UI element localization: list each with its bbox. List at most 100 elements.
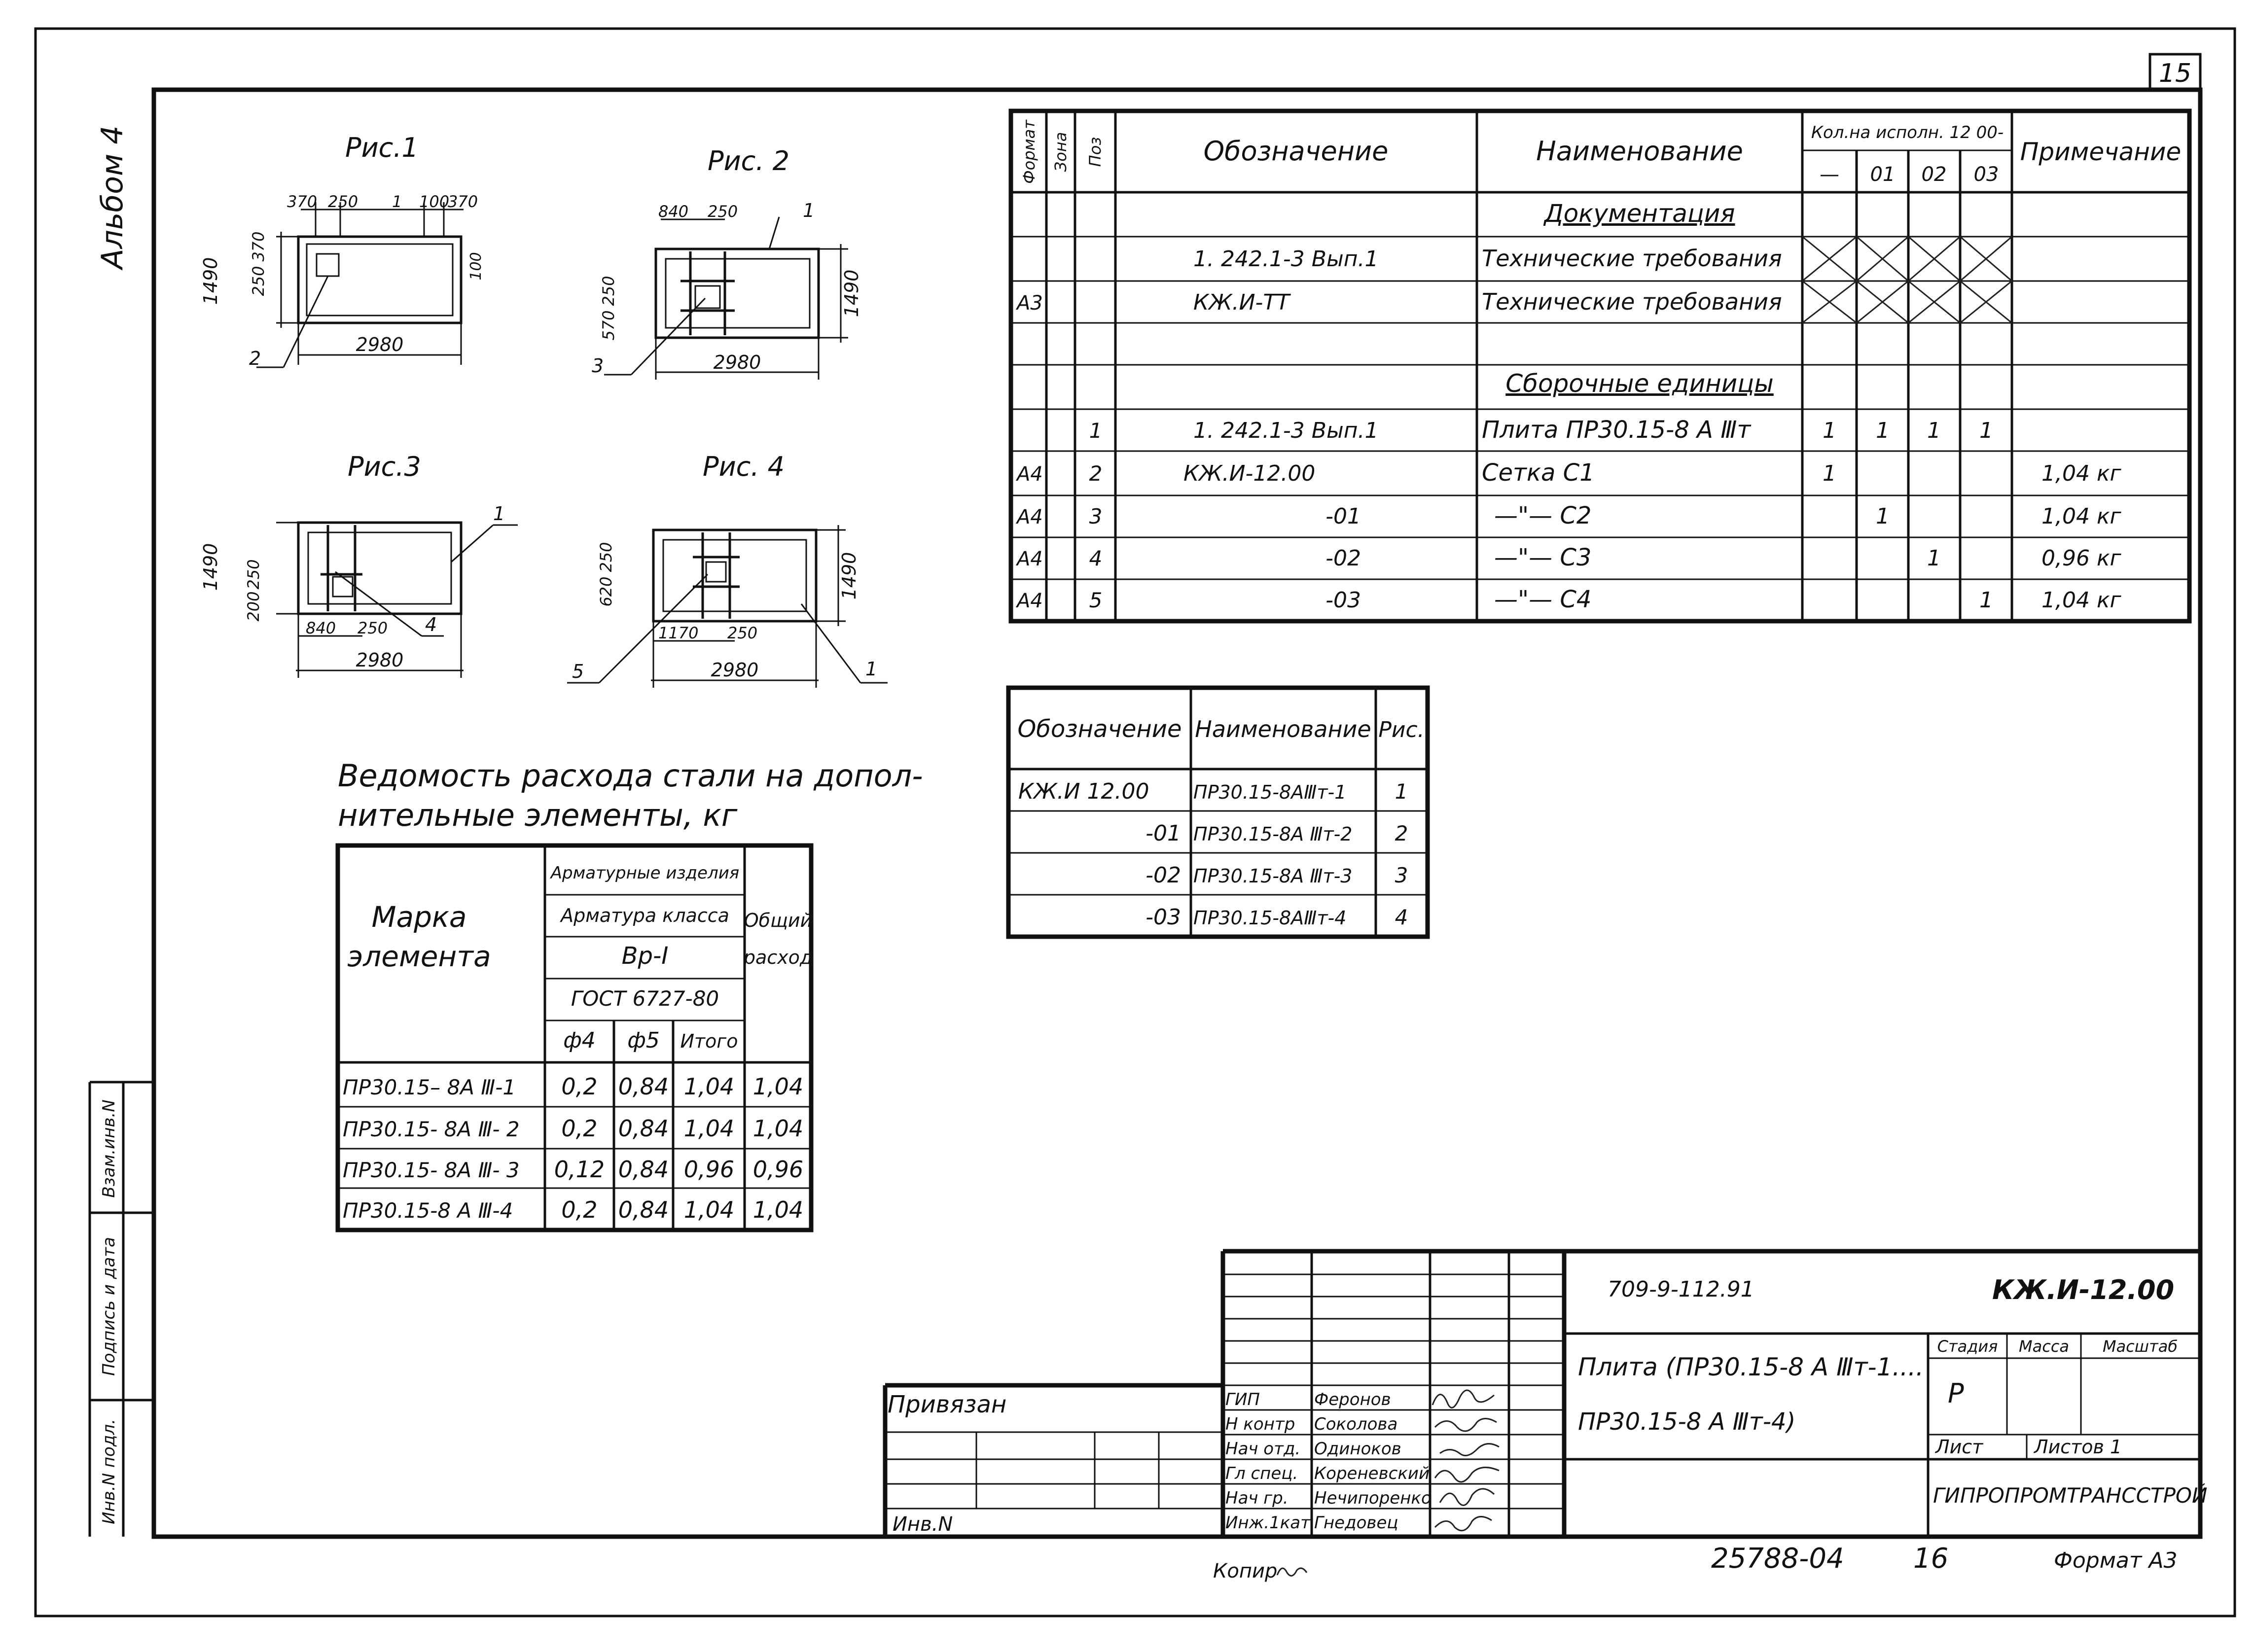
variant-row-2-fig: 2: [1395, 821, 1408, 845]
bound-label: Привязан: [888, 1391, 1006, 1418]
steel-header-d5: ф5: [627, 1028, 660, 1053]
header-note: Примечание: [2020, 138, 2181, 166]
name-odinokov: Одиноков: [1314, 1439, 1401, 1459]
steel-row-2-mark: ПР30.15- 8А Ⅲ- 2: [343, 1117, 520, 1141]
steel-row-4-d4: 0,2: [561, 1196, 597, 1223]
row-5-name: Плита ПР30.15-8 А Ⅲт: [1482, 416, 1752, 444]
row-6-note: 1,04 кг: [2041, 461, 2122, 486]
inv-label: Инв.N: [893, 1513, 953, 1536]
row-1-name: Технические требования: [1482, 245, 1782, 272]
role-engineer: Инж.1кат: [1225, 1513, 1311, 1533]
figure-1-height: 1490: [200, 257, 221, 305]
mass-label: Масса: [2019, 1337, 2069, 1356]
copy-note: Копир: [1213, 1560, 1277, 1582]
row-8-pos: 4: [1089, 546, 1103, 570]
name-sokolova: Соколова: [1314, 1414, 1397, 1434]
figure-2-dim-840: 840: [658, 202, 688, 221]
row-6-qty-base: 1: [1823, 461, 1836, 486]
row-5-designation: 1. 242.1-3 Вып.1: [1193, 418, 1378, 443]
variant-row-3-name: ПР30.15-8А Ⅲт-3: [1193, 865, 1352, 887]
album-label: Альбом 4: [95, 126, 130, 271]
variant-row-3-fig: 3: [1395, 863, 1408, 887]
steel-row-3-total: 0,96: [753, 1156, 803, 1183]
steel-row-1-total: 1,04: [753, 1073, 803, 1100]
figure-3-left-dim-200: 200: [244, 591, 263, 621]
header-quantity: Кол.на исполн. 12 00-: [1811, 123, 2004, 142]
steel-row-2-d5: 0,84: [618, 1115, 669, 1142]
replacement-inv-label: Взам.инв.N: [99, 1099, 119, 1197]
variant-row-4-fig: 4: [1395, 905, 1408, 929]
steel-row-1-subtotal: 1,04: [684, 1073, 734, 1100]
header-designation: Обозначение: [1204, 136, 1389, 167]
steel-row-4-d5: 0,84: [618, 1196, 669, 1223]
figure-2-callout-1: 1: [803, 200, 815, 221]
header-qty-03: 03: [1974, 163, 1999, 186]
figure-3: Рис.3 1 1490 250 200 840 250 4 2980: [200, 451, 518, 678]
figure-4-height: 1490: [838, 552, 860, 600]
role-group-head: Нач гр.: [1225, 1488, 1289, 1508]
row-7-qty-01: 1: [1876, 504, 1890, 529]
row-7-designation: -01: [1325, 504, 1361, 529]
row-8-qty-02: 1: [1927, 546, 1941, 571]
steel-header-total-1: Общий: [744, 910, 813, 931]
steel-header-mark-2: элемента: [347, 940, 491, 973]
signatures: [1432, 1389, 1500, 1532]
variant-row-4-name: ПР30.15-8АⅢт-4: [1193, 907, 1346, 929]
figure-4-width: 2980: [711, 659, 759, 681]
figure-4-callout-1: 1: [865, 658, 877, 680]
steel-header-d4: ф4: [563, 1028, 596, 1053]
figure-3-height: 1490: [200, 543, 221, 591]
header-qty-01: 01: [1870, 163, 1896, 186]
steel-header-total-2: расход: [743, 947, 813, 968]
row-8-format: А4: [1015, 548, 1043, 570]
signature-date-label: Подпись и дата: [99, 1237, 119, 1376]
row-5-pos: 1: [1089, 419, 1103, 443]
stage-value: Р: [1948, 1378, 1964, 1409]
figure-4: Рис. 4 620 250 1490 1170 250 2980 5 1: [567, 451, 888, 688]
steel-header-subtotal: Итого: [680, 1030, 738, 1052]
row-8-designation: -02: [1325, 546, 1361, 571]
row-7-format: А4: [1015, 506, 1043, 528]
row-7-pos: 3: [1089, 504, 1103, 528]
page-number: 15: [2159, 59, 2191, 88]
drawing-code: КЖ.И-12.00: [1992, 1274, 2174, 1305]
steel-row-1-d5: 0,84: [618, 1073, 669, 1100]
figure-1-dim-100: 100: [419, 192, 449, 211]
header-zone: Зона: [1051, 132, 1070, 172]
title-line-2: ПР30.15-8 А Ⅲт-4): [1578, 1408, 1795, 1436]
variant-row-2-designation: -01: [1145, 821, 1181, 846]
figure-3-dim-840: 840: [306, 619, 336, 637]
header-pos: Поз: [1086, 137, 1105, 167]
format-label: Формат А3: [2054, 1548, 2178, 1573]
steel-row-3-mark: ПР30.15- 8А Ⅲ- 3: [343, 1158, 520, 1182]
role-chief-specialist: Гл спец.: [1225, 1464, 1298, 1483]
variant-row-1-name: ПР30.15-8АⅢт-1: [1193, 781, 1346, 803]
header-qty-base: —: [1820, 163, 1839, 186]
steel-row-3-d4: 0,12: [554, 1156, 605, 1183]
copier-initials: [1276, 1567, 1308, 1577]
steel-row-3-subtotal: 0,96: [684, 1156, 734, 1183]
row-6-pos: 2: [1089, 461, 1103, 486]
row-9-pos: 5: [1089, 588, 1103, 612]
steel-title-line-1: Ведомость расхода стали на допол-: [338, 758, 923, 794]
variant-row-3-designation: -02: [1145, 863, 1181, 888]
figure-2-left-dim-250: 250: [599, 276, 618, 306]
row-5-qty-base: 1: [1823, 418, 1836, 443]
figure-1-width: 2980: [356, 334, 404, 355]
figure-2-height: 1490: [841, 270, 862, 317]
row-5-qty-03: 1: [1979, 418, 1993, 443]
figure-1-dim-370b: 370: [448, 192, 478, 211]
variant-header-fig: Рис.: [1378, 717, 1424, 742]
steel-header-gost: ГОСТ 6727-80: [571, 986, 719, 1011]
bottom-number: 25788-04: [1711, 1543, 1844, 1575]
sheets-label: Листов 1: [2033, 1436, 2122, 1458]
header-format: Формат: [1020, 119, 1038, 184]
figure-2-dim-250: 250: [708, 202, 738, 221]
title-line-1: Плита (ПР30.15-8 А Ⅲт-1....: [1578, 1353, 1924, 1381]
inv-original-label: Инв.N подл.: [99, 1419, 119, 1524]
figure-3-callout-1: 1: [493, 503, 505, 525]
figure-3-width: 2980: [356, 649, 404, 671]
variant-header-name: Наименование: [1195, 716, 1371, 742]
doc-code: 709-9-112.91: [1608, 1277, 1754, 1302]
